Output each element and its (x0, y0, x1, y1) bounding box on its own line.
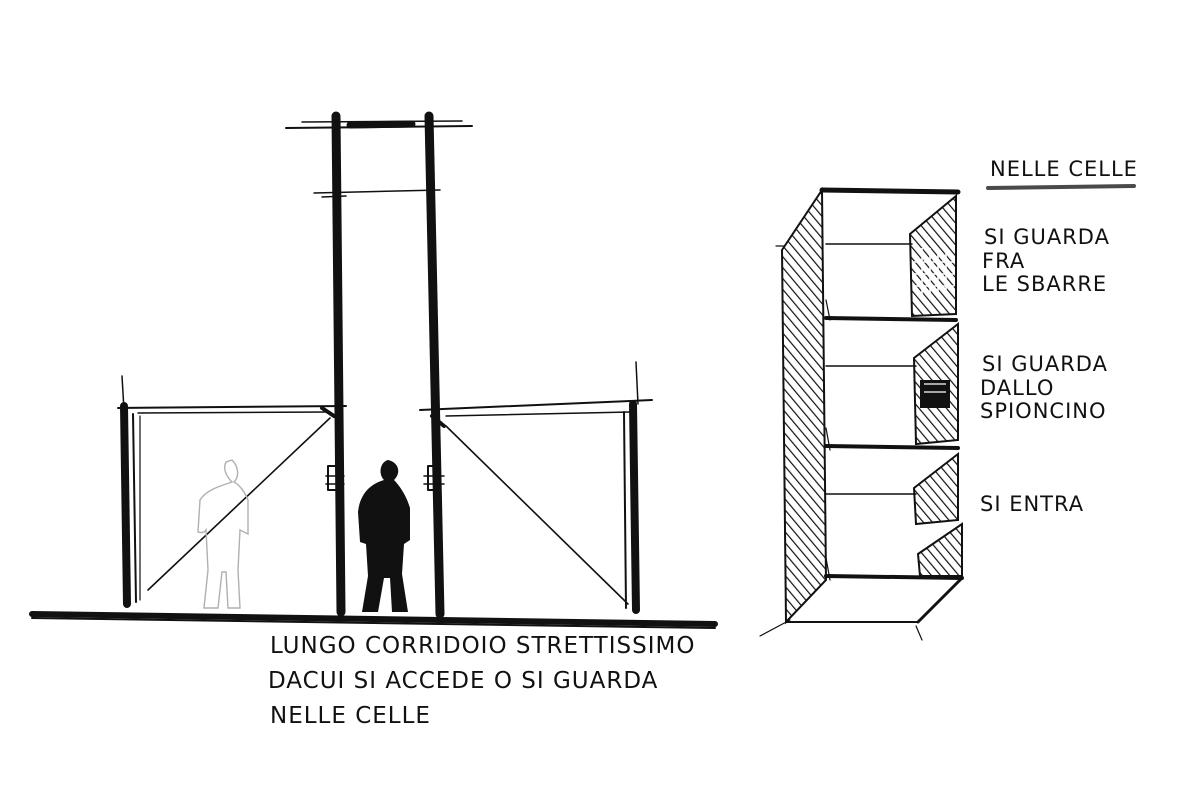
person-figure (358, 460, 410, 612)
left-cell-wall (120, 402, 131, 608)
floor-line (29, 611, 718, 627)
level-2-line-1: SI GUARDA (982, 352, 1108, 376)
cells-axonometric-drawing (759, 186, 964, 641)
level-1-line-2: FRA (982, 249, 1025, 273)
level-2-line-3: SPIONCINO (980, 399, 1107, 423)
ghost-figure (197, 459, 249, 609)
caption-line-3: NELLE CELLE (270, 703, 431, 729)
heading-underline (986, 184, 1136, 190)
cells-heading-text: NELLE CELLE (990, 157, 1138, 181)
level-1-line-1: SI GUARDA (984, 225, 1110, 249)
level-3-line-1: SI ENTRA (980, 492, 1084, 516)
cell-annotations: SI GUARDA FRA LE SBARRE SI GUARDA DALLO … (980, 225, 1110, 516)
corridor-wall-left (331, 111, 346, 617)
corridor-caption: LUNGO CORRIDOIO STRETTISSIMO DACUI SI AC… (268, 633, 695, 729)
corridor-wall-right (424, 111, 445, 619)
caption-line-2: DACUI SI ACCEDE O SI GUARDA (268, 668, 658, 694)
caption-line-1: LUNGO CORRIDOIO STRETTISSIMO (270, 633, 695, 659)
cells-heading: NELLE CELLE (986, 157, 1138, 190)
right-cell-wall (629, 400, 640, 614)
corridor-section-drawing (29, 111, 718, 629)
level-1-line-3: LE SBARRE (982, 272, 1107, 296)
hatched-side-wall (780, 186, 828, 625)
level-2-line-2: DALLO (980, 376, 1054, 400)
